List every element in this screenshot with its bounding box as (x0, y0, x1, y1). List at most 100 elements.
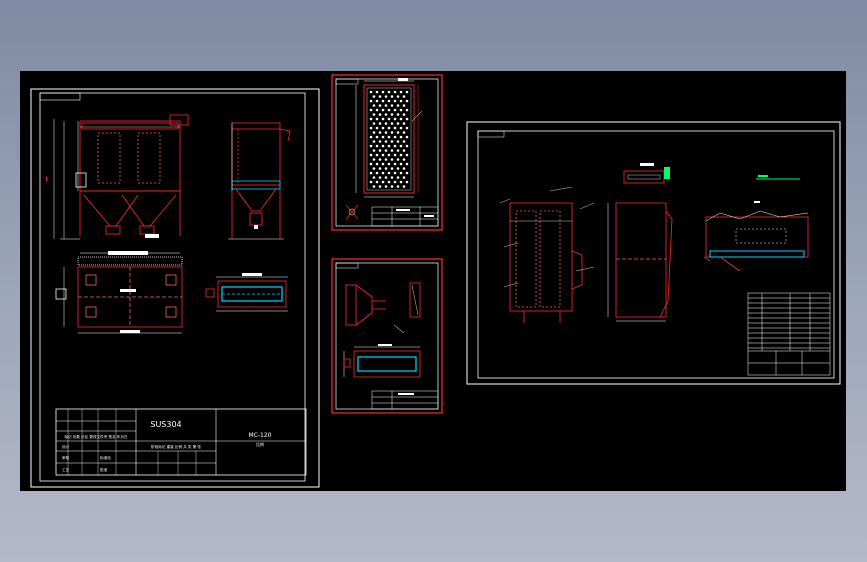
perforation-hole (402, 167, 406, 170)
perforation-hole (372, 176, 376, 179)
sheet-1-corner-label-box (39, 92, 81, 101)
perforation-hole (369, 135, 373, 139)
sheet-4[interactable] (466, 121, 841, 385)
perforation-hole (372, 158, 376, 161)
side-elevation-view (228, 122, 291, 240)
title-block-footer-row: 阶段标记 重量 比例 共 张 第 张 (151, 444, 201, 449)
section-detail-view (205, 273, 288, 312)
perforation-hole (405, 90, 409, 94)
perforation-hole (396, 95, 400, 98)
perforation-hole (381, 126, 385, 130)
perforation-hole (393, 108, 397, 112)
perforation-hole (405, 171, 409, 175)
perforation-hole (372, 95, 376, 98)
title-block-material: SUS304 (150, 420, 181, 429)
sheet-3-section (343, 344, 421, 378)
perforation-hole (396, 185, 400, 188)
perforation-hole (381, 135, 385, 139)
perforation-hole (396, 131, 400, 134)
perforation-hole (384, 140, 388, 143)
cad-model-space[interactable]: ···· (20, 71, 846, 491)
perforation-hole (381, 171, 385, 175)
perforation-hole (390, 131, 394, 134)
perforation-hole (399, 126, 403, 130)
perforation-hole (390, 185, 394, 188)
perforation-hole (393, 90, 397, 94)
perforation-hole (372, 131, 376, 134)
perforation-hole (396, 149, 400, 152)
hopper-flange-view (345, 282, 421, 334)
perforation-hole (405, 144, 409, 148)
svg-text:····: ···· (45, 177, 49, 181)
perforation-hole (378, 176, 382, 179)
perforation-hole (399, 135, 403, 139)
sheet-3[interactable] (331, 258, 443, 414)
title-block-scale-note: 比例 (256, 441, 264, 447)
perforation-hole (378, 149, 382, 152)
perforation-hole (369, 153, 373, 157)
perforation-hole (405, 162, 409, 166)
perforation-hole (387, 162, 391, 166)
perforation-hole (375, 135, 379, 139)
sheet-2[interactable] (331, 74, 443, 231)
perforation-hole (369, 144, 373, 148)
perforation-hole (375, 162, 379, 166)
perforation-hole (378, 95, 382, 98)
title-block-row-check: 审核 (62, 455, 70, 460)
perforation-hole (372, 185, 376, 188)
perforation-hole (375, 108, 379, 112)
perforation-hole (369, 108, 373, 112)
sheet-3-outer-frame (331, 258, 443, 414)
perforation-hole (378, 158, 382, 161)
perforation-hole (393, 135, 397, 139)
perforation-hole (387, 144, 391, 148)
perforation-hole (402, 95, 406, 98)
perforation-hole (369, 117, 373, 121)
perforation-hole (399, 162, 403, 166)
perforation-hole (387, 171, 391, 175)
perforation-hole (393, 144, 397, 148)
perforation-hole (387, 180, 391, 184)
perforation-hole (375, 126, 379, 130)
perforation-hole (402, 131, 406, 134)
perforation-hole (405, 153, 409, 157)
perforation-hole (384, 185, 388, 188)
sheet-2-outer-frame (331, 74, 443, 231)
perforation-hole (390, 140, 394, 143)
perforation-hole (405, 135, 409, 139)
perforation-hole (375, 171, 379, 175)
perforation-hole (399, 171, 403, 175)
perforation-hole (390, 122, 394, 125)
perforation-hole (384, 158, 388, 161)
perforation-hole (384, 113, 388, 116)
sheet-1-title-block: SUS304 MC-120 比例 标记 处数 分区 更改文件号 签名 年月日 设… (55, 408, 307, 476)
perforation-hole (378, 167, 382, 170)
perforation-hole (369, 171, 373, 175)
title-block-row-standard: 标准化 (100, 455, 111, 460)
sheet-4-inner-frame (477, 130, 835, 379)
perforation-hole (390, 158, 394, 161)
perforation-hole (405, 117, 409, 121)
perforation-hole (399, 90, 403, 94)
perforation-hole (402, 104, 406, 107)
perforation-hole (369, 162, 373, 166)
perforation-hole (381, 99, 385, 103)
perforation-hole (387, 126, 391, 130)
perforation-hole (369, 126, 373, 130)
perforation-hole (399, 99, 403, 103)
perforation-hole (381, 108, 385, 112)
perforation-hole (381, 117, 385, 121)
assembly-parts-list (747, 292, 831, 376)
perforation-hole (405, 180, 409, 184)
perforation-hole (375, 144, 379, 148)
title-block-header-row: 标记 处数 分区 更改文件号 签名 年月日 (64, 434, 127, 439)
perforation-hole (390, 95, 394, 98)
cad-drawing-canvas[interactable]: ···· (20, 71, 846, 491)
perforation-hole (384, 104, 388, 107)
perforation-hole (378, 140, 382, 143)
sheet-1[interactable]: ···· (30, 88, 320, 488)
perforation-hole (387, 135, 391, 139)
perforation-hole (390, 176, 394, 179)
perforation-hole (393, 126, 397, 130)
perforation-hole (375, 99, 379, 103)
